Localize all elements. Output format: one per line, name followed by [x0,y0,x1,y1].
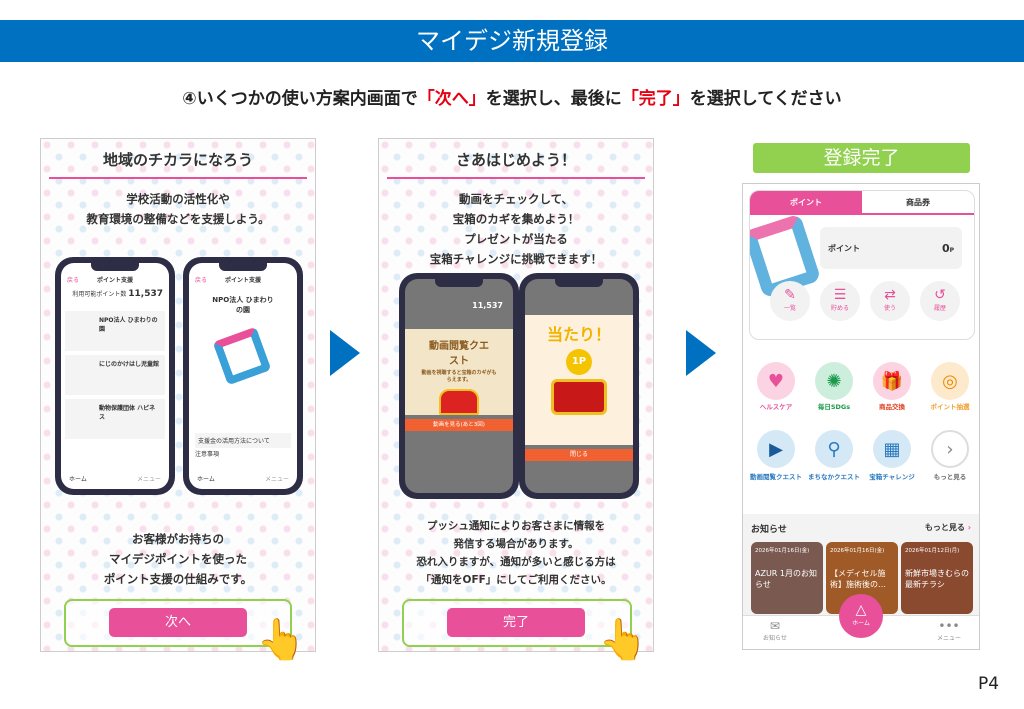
nav-home[interactable]: △ホーム [839,594,883,638]
chevron-right-icon[interactable]: › [931,430,969,468]
treasure-chest-icon [551,379,607,415]
instruction-next: 「次へ」 [417,89,486,109]
back-link: 戻る [195,277,208,284]
complete-label: 登録完了 [753,143,970,173]
guide-body: プッシュ通知によりお客さまに情報を発信する場合があります。恐れ入りますが、通知が… [416,520,616,586]
action-save[interactable]: ☰貯める [820,281,860,321]
treasure-map-icon[interactable]: ▦ [873,430,911,468]
treasure-chest-icon [439,389,479,415]
done-button[interactable]: 完了 [447,608,585,637]
next-button[interactable]: 次へ [109,608,247,637]
nav-home: ホーム [69,476,87,483]
quest-popup: 動画閲覧クエスト 動画を視聴すると宝箱のカギがもらえます。 [405,329,513,415]
slide-header: マイデジ新規登録 [0,20,1024,62]
wallet-icon [212,326,272,386]
news-title: お知らせ [751,525,787,535]
phone-mockup: 戻る ポイント支援 NPO法人 ひまわりの園 支援金の活用方法について 注意事項… [183,257,303,495]
org-card[interactable]: 動物保護団体 ハピネス [65,399,165,439]
points-balance: ポイント 0P [820,227,962,269]
menu-label: まちなかクエスト [808,473,860,481]
menu-label: もっと見る [933,473,967,481]
nav-menu: メニュー [136,476,161,483]
pointing-hand-icon: 👆 [256,617,306,663]
nav-news[interactable]: ✉お知らせ [763,619,787,642]
win-popup: 当たり！ 1P [525,315,633,445]
coin-icon: 1P [566,349,592,375]
tab-vouchers[interactable]: 商品券 [862,191,974,215]
section-link: 支援金の活用方法について [195,433,291,448]
org-card[interactable]: にじのかけはし児童館 [65,355,165,395]
phone-mockup: 戻る ポイント支援 利用可能ポイント数 11,537 NPO法人 ひまわりの園 … [55,257,175,495]
close-popup-button[interactable]: 閉じる [525,449,633,461]
menu-label: 毎日SDGs [817,403,851,411]
menu-label: ヘルスケア [759,403,793,411]
points-value: 11,537 [128,289,163,299]
nav-menu[interactable]: •••メニュー [936,619,961,642]
news-card[interactable]: 2026年01月16日(金)【メディセル施術】施術後の… [826,542,898,614]
guide-title: さあはじめよう！ [455,151,576,169]
menu-label: ポイント抽選 [930,403,970,411]
action-list[interactable]: ✎一覧 [770,281,810,321]
pointing-hand-icon: 👆 [598,617,648,663]
sdgs-icon[interactable]: ✺ [815,362,853,400]
news-more-link[interactable]: もっと見る › [924,523,971,532]
points-unit: P [949,246,954,254]
menu-label: 商品交換 [879,403,905,411]
org-name: NPO法人 ひまわりの園 [212,296,274,314]
phone-mockup: 当たり！ 1P 閉じる [519,273,639,499]
video-icon[interactable]: ▶ [757,430,795,468]
lead-line: 学校活動の活性化や [126,192,230,206]
home-icon: △ [855,602,867,618]
phone-mockup: 11,537 動画閲覧クエスト 動画を視聴すると宝箱のカギがもらえます。 動画を… [399,273,519,499]
nav-home: ホーム [197,476,215,483]
target-icon[interactable]: ◎ [931,362,969,400]
nav-menu: メニュー [264,476,289,483]
instruction-part2: を選択し、最後に [485,89,622,109]
guide-body: お客様がお持ちのマイデジポイントを使ったポイント支援の仕組みです。 [103,532,253,586]
news-card[interactable]: 2026年01月12日(月)新鮮市場きむらの最新チラシ [901,542,973,614]
arrow-right-icon [330,330,360,376]
points-value: 11,537 [472,301,503,310]
divider [49,177,307,179]
menu-label: 動画閲覧クエスト [750,473,802,481]
instruction-done: 「完了」 [621,89,690,109]
action-history[interactable]: ↺履歴 [920,281,960,321]
guide-title: 地域のチカラになろう [102,151,253,169]
gift-icon[interactable]: 🎁 [873,362,911,400]
instruction-part1: ④いくつかの使い方案内画面で [182,89,418,109]
back-link: 戻る [67,277,80,284]
app-home-screen: ポイント 商品券 ポイント 0P ✎一覧 ☰貯める ⇄使う ↺履歴 ♥ ✺ 🎁 ◎… [742,183,980,650]
section-link: 注意事項 [195,451,220,458]
watch-video-button[interactable]: 動画を見る(あと3回) [405,419,513,431]
guide-screen-2: さあはじめよう！ 動画をチェックして、宝箱のカギを集めよう！プレゼントが当たる宝… [378,138,654,652]
divider [387,177,645,179]
points-label: ポイント [828,243,860,253]
guide-lead: 学校活動の活性化や教育環境の整備などを支援しよう。 [41,189,315,229]
arrow-right-icon [686,330,716,376]
guide-lead: 動画をチェックして、宝箱のカギを集めよう！プレゼントが当たる宝箱チャレンジに挑戦… [429,192,603,266]
points-value: 0 [941,241,950,255]
menu-label: 宝箱チャレンジ [869,473,915,481]
map-icon[interactable]: ⚲ [815,430,853,468]
phone-header: ポイント支援 [224,277,261,284]
bottom-nav: ✉お知らせ △ホーム •••メニュー [743,594,979,649]
points-label: 利用可能ポイント数 [72,291,127,298]
action-use[interactable]: ⇄使う [870,281,910,321]
lead-line: 教育環境の整備などを支援しよう。 [86,212,270,226]
instruction-part3: を選択してください [689,89,842,109]
wallet-card: ポイント 商品券 ポイント 0P ✎一覧 ☰貯める ⇄使う ↺履歴 [749,190,975,340]
news-card[interactable]: 2026年01月16日(金)AZUR 1月のお知らせ [751,542,823,614]
more-icon: ••• [938,619,960,633]
guide-screen-1: 地域のチカラになろう 学校活動の活性化や教育環境の整備などを支援しよう。 戻る … [40,138,316,652]
healthcare-icon[interactable]: ♥ [757,362,795,400]
tab-points[interactable]: ポイント [750,191,862,215]
phone-header: ポイント支援 [96,277,133,284]
instruction-text: ④いくつかの使い方案内画面で「次へ」を選択し、最後に「完了」を選択してください [0,84,1024,109]
org-card[interactable]: NPO法人 ひまわりの園 [65,311,165,351]
page-number: P4 [978,674,1000,694]
mail-icon: ✉ [769,619,780,633]
